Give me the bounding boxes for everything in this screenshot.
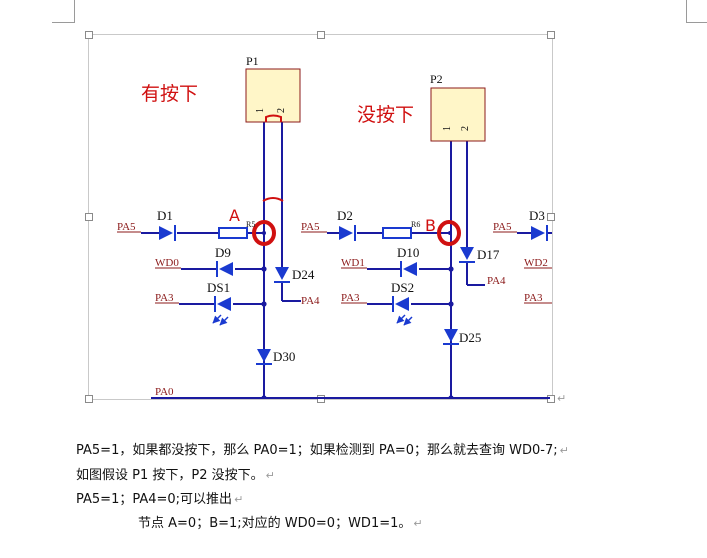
diode-d2-label: D2	[337, 208, 353, 223]
resize-handle-top-right[interactable]	[547, 31, 555, 39]
resize-handle-top-left[interactable]	[85, 31, 93, 39]
connector-p1-label: P1	[246, 54, 259, 68]
resize-handle-right[interactable]	[547, 213, 555, 221]
paragraph-4: 节点 A=0；B=1;对应的 WD0=0；WD1=1。↵	[138, 512, 423, 531]
diode-d3	[531, 225, 548, 241]
paragraph-2-text: 如图假设 P1 按下，P2 没按下。	[76, 468, 264, 483]
label-node-a: A	[229, 206, 240, 225]
net-label-wd2: WD2	[524, 257, 548, 269]
led-ds1-label: DS1	[207, 280, 230, 295]
diode-d30	[256, 349, 272, 365]
connector-p1-pin1: 1	[255, 108, 266, 113]
p1-pressed-mark	[262, 197, 284, 202]
diode-d25-label: D25	[459, 330, 481, 345]
diode-d24-label: D24	[292, 267, 315, 282]
net-label-pa5-2: PA5	[301, 221, 320, 233]
net-label-pa4-2: PA4	[487, 275, 506, 287]
wires	[141, 122, 552, 399]
diode-d24	[274, 267, 290, 283]
resize-handle-bottom[interactable]	[317, 395, 325, 403]
paragraph-1: PA5=1，如果都没按下，那么 PA0=1；如果检测到 PA=0；那么就去查询 …	[76, 439, 569, 458]
schematic-canvas: P1 1 2 P2 1 2 有按下 没按下 A B D1 D2	[117, 54, 552, 399]
resize-handle-top[interactable]	[317, 31, 325, 39]
junctions	[261, 266, 454, 399]
paragraph-mark-3: ↵	[234, 493, 244, 506]
net-labels: PA5 PA5 PA5 WD0 WD1 WD2 PA3 PA3 PA3 PA4 …	[117, 221, 552, 398]
diode-d1-label: D1	[157, 208, 173, 223]
resize-handle-bottom-left[interactable]	[85, 395, 93, 403]
diode-d9-label: D9	[215, 245, 231, 260]
net-label-wd0: WD0	[155, 257, 179, 269]
figure-paragraph-mark: ↵	[557, 392, 567, 405]
diode-d2	[339, 225, 356, 241]
paragraph-mark-1: ↵	[559, 444, 569, 457]
led-ds2	[392, 296, 413, 326]
net-label-pa0: PA0	[155, 386, 174, 398]
resistor-r5	[218, 227, 248, 239]
connector-p2-pin1: 1	[442, 126, 453, 131]
led-ds2-label: DS2	[391, 280, 414, 295]
diode-d10-label: D10	[397, 245, 419, 260]
connector-p1-pin2: 2	[276, 108, 287, 113]
schematic-figure[interactable]: P1 1 2 P2 1 2 有按下 没按下 A B D1 D2	[85, 31, 555, 403]
paragraph-3-text: PA5=1；PA4=0;可以推出	[76, 492, 233, 507]
paragraph-2: 如图假设 P1 按下，P2 没按下。↵	[76, 464, 275, 483]
diode-d9	[216, 261, 233, 277]
resistor-r5-label: R5	[246, 220, 255, 229]
diode-d30-label: D30	[273, 349, 295, 364]
net-label-pa3-1: PA3	[155, 292, 174, 304]
diode-d3-label: D3	[529, 208, 545, 223]
paragraph-mark-2: ↵	[265, 469, 275, 482]
net-label-pa5-1: PA5	[117, 221, 136, 233]
p1-pressed-short	[265, 114, 282, 122]
paragraph-mark-4: ↵	[413, 517, 423, 530]
paragraph-3: PA5=1；PA4=0;可以推出↵	[76, 488, 243, 507]
resistor-r6	[382, 227, 412, 239]
led-ds1	[212, 296, 231, 326]
page-corner-mark-left	[52, 0, 75, 23]
resize-handle-left[interactable]	[85, 213, 93, 221]
paragraph-4-text: 节点 A=0；B=1;对应的 WD0=0；WD1=1。	[138, 516, 412, 531]
diode-d17	[459, 247, 475, 263]
label-not-pressed: 没按下	[357, 104, 414, 126]
net-label-pa3-3: PA3	[524, 292, 543, 304]
diode-d10	[400, 261, 417, 277]
label-node-b: B	[425, 216, 436, 235]
net-label-pa3-2: PA3	[341, 292, 360, 304]
node-a-circle	[252, 220, 276, 246]
connector-p2-label: P2	[430, 72, 443, 86]
connector-p1	[245, 68, 301, 123]
net-label-pa5-3: PA5	[493, 221, 512, 233]
resistor-r6-label: R6	[411, 220, 420, 229]
net-label-wd1: WD1	[341, 257, 365, 269]
label-pressed: 有按下	[141, 83, 198, 105]
diode-d1	[159, 225, 176, 241]
node-b-circle	[437, 220, 461, 246]
diode-d25	[443, 329, 459, 345]
resize-handle-bottom-right[interactable]	[547, 395, 555, 403]
diode-d17-label: D17	[477, 247, 500, 262]
page-corner-mark-right	[686, 0, 707, 23]
paragraph-1-text: PA5=1，如果都没按下，那么 PA0=1；如果检测到 PA=0；那么就去查询 …	[76, 443, 558, 458]
net-label-pa4-1: PA4	[301, 295, 320, 307]
connector-p2	[430, 87, 486, 142]
connector-p2-pin2: 2	[460, 126, 471, 131]
